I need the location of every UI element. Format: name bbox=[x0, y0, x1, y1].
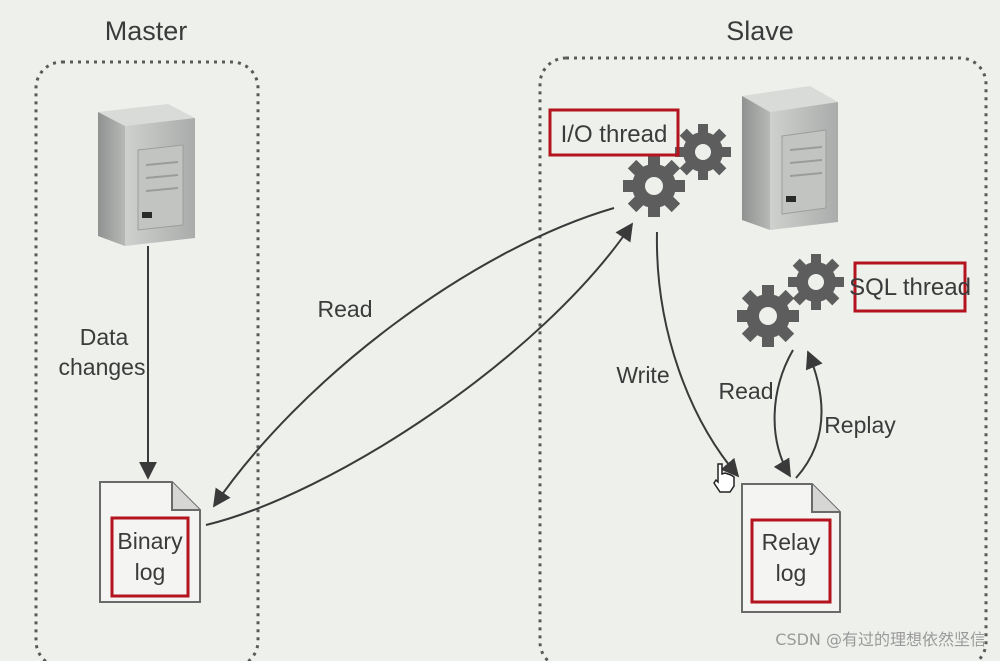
slave-server-icon bbox=[742, 86, 838, 230]
read-response-arrow bbox=[205, 222, 634, 526]
read-request-arrow bbox=[212, 207, 615, 508]
master-title: Master bbox=[105, 16, 188, 46]
binary-log-label-line2: log bbox=[135, 559, 166, 585]
relay-log-document-icon bbox=[741, 483, 841, 613]
sql-thread-gears-icon bbox=[737, 254, 844, 347]
binary-log-highlight-box bbox=[110, 516, 190, 598]
binary-log-label-line1: Binary bbox=[117, 528, 183, 554]
data-changes-label-line2: changes bbox=[59, 354, 146, 380]
write-label: Write bbox=[616, 362, 669, 388]
csdn-watermark: CSDN @有过的理想依然坚信 bbox=[775, 630, 986, 649]
slave-container bbox=[538, 56, 988, 661]
replay-label: Replay bbox=[824, 412, 896, 438]
data-changes-label-line1: Data bbox=[80, 324, 129, 350]
sql-thread-highlight-box bbox=[853, 261, 967, 313]
master-server-icon bbox=[98, 104, 195, 246]
replay-arrow bbox=[795, 350, 823, 479]
hand-cursor-icon bbox=[713, 463, 735, 493]
relay-log-label-line2: log bbox=[776, 560, 807, 586]
io-thread-gears-icon bbox=[623, 124, 731, 217]
binary-log-document-icon bbox=[99, 481, 201, 603]
io-thread-highlight-box bbox=[548, 108, 680, 157]
sql-thread-label: SQL thread bbox=[849, 274, 971, 301]
slave-read-arrow bbox=[773, 349, 794, 478]
io-thread-label: I/O thread bbox=[561, 121, 668, 148]
write-arrow bbox=[655, 231, 740, 478]
slave-read-label: Read bbox=[719, 378, 774, 404]
relay-log-highlight-box bbox=[750, 518, 832, 604]
read-master-label: Read bbox=[318, 296, 373, 322]
relay-log-label-line1: Relay bbox=[762, 529, 821, 555]
slave-title: Slave bbox=[726, 16, 794, 46]
